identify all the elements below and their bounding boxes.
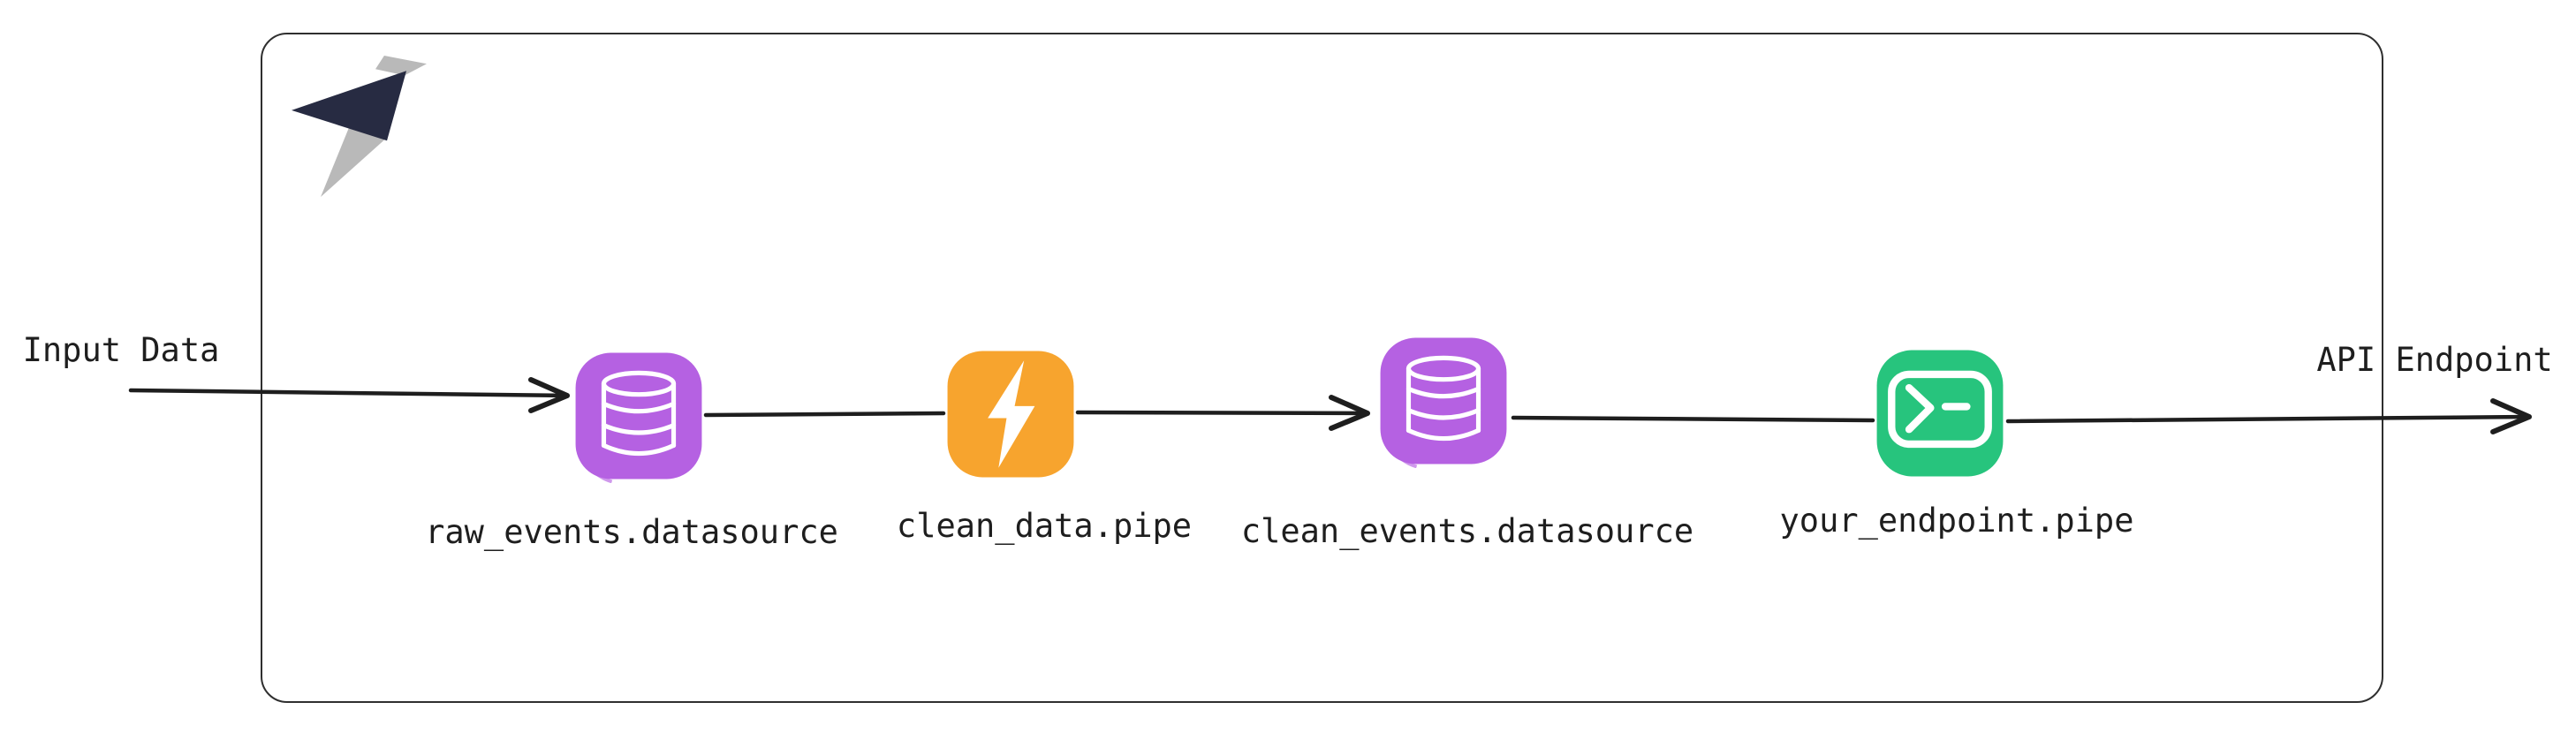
lightning-icon [947,351,1074,478]
logo-wing-gray [375,55,427,76]
your-endpoint-label: your_endpoint.pipe [1779,502,2134,540]
input-data-label: Input Data [22,331,220,369]
raw-events-label: raw_events.datasource [425,513,838,551]
database-icon [1380,337,1507,468]
pipeline-container-box [261,33,2383,703]
logo-tail-gray [321,127,386,198]
database-icon [575,352,702,483]
node-clean-events-datasource [1376,334,1511,468]
node-your-endpoint-pipe [1873,346,2007,480]
clean-data-label: clean_data.pipe [896,507,1193,545]
terminal-icon [1876,350,2004,477]
node-clean-data-pipe [943,347,1078,481]
arrowhead-api-endpoint [2490,398,2532,434]
tinybird-logo [292,55,427,198]
logo-body-navy [292,71,407,141]
node-raw-events-datasource [572,349,706,483]
clean-events-label: clean_events.datasource [1240,512,1694,550]
api-endpoint-label: API Endpoint [2316,341,2553,379]
